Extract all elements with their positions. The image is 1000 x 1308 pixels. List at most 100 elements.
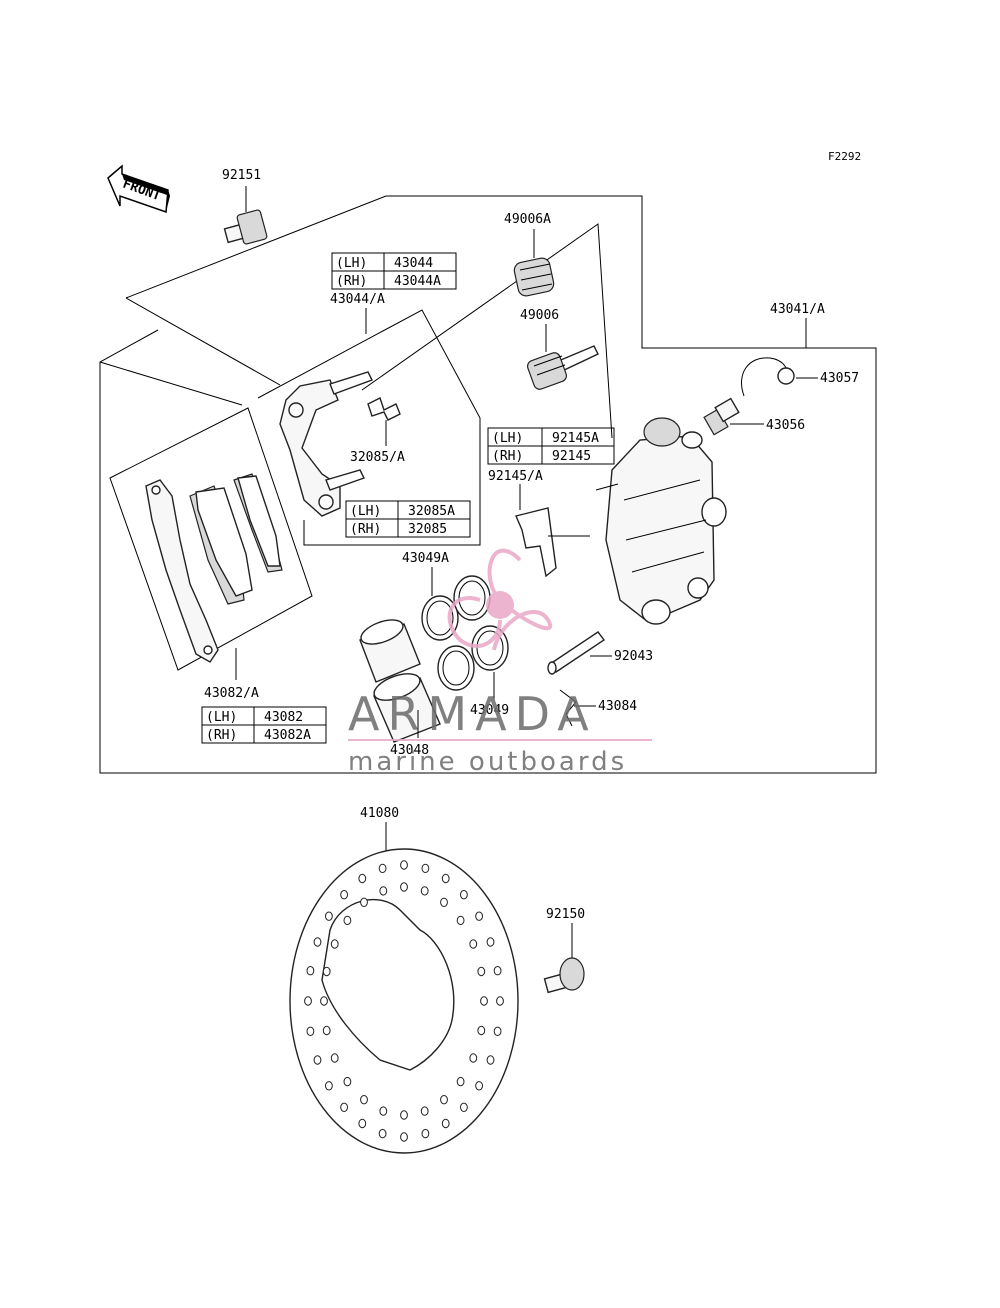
disc-hole — [343, 915, 352, 926]
disc-hole — [460, 890, 468, 900]
disc-hole — [360, 1095, 368, 1105]
label-43082A: 43082/A — [204, 686, 259, 701]
disc-hole — [379, 1106, 388, 1116]
label-92043: 92043 — [614, 649, 653, 664]
disc-hole — [440, 897, 448, 907]
label-43057: 43057 — [820, 371, 859, 386]
t43044-rh-value: 43044A — [394, 274, 441, 289]
disc-hole — [313, 1055, 322, 1065]
label-92145A: 92145/A — [488, 469, 543, 484]
disc-hole — [460, 1102, 468, 1113]
t43082-rh-value: 43082A — [264, 728, 311, 743]
disc-hole — [325, 911, 333, 921]
disc-hole — [493, 1026, 502, 1037]
disc-hole — [358, 873, 367, 884]
disc-hole — [469, 939, 478, 949]
disc-hole — [400, 1110, 408, 1120]
brake-disc-41080-icon — [289, 848, 519, 1154]
disc-hole — [360, 897, 368, 907]
bleeder-43056-icon — [703, 397, 740, 436]
boot-49006A-icon — [513, 257, 555, 297]
disc-hole — [340, 890, 349, 900]
label-32085A: 32085/A — [350, 450, 405, 465]
watermark-brand: ARMADA — [348, 687, 597, 741]
t43082-rh-tag: (RH) — [206, 728, 237, 743]
t43082-lh-tag: (LH) — [206, 710, 237, 725]
disc-hole — [304, 996, 312, 1006]
disc-hole — [493, 966, 502, 976]
disc-hole — [456, 1076, 465, 1087]
disc-hole — [440, 1095, 448, 1105]
label-43049A: 43049A — [402, 551, 449, 566]
disc-hole — [322, 1025, 331, 1036]
bolt-92150-icon — [543, 957, 585, 994]
pad-spring-92145-icon — [515, 507, 590, 578]
brake-pads-icon — [145, 473, 283, 663]
disc-hole — [306, 966, 315, 976]
table-32085: (LH) 32085A (RH) 32085 — [345, 500, 471, 538]
t32085-rh-tag: (RH) — [350, 522, 381, 537]
disc-hole — [475, 911, 484, 921]
disc-hole — [486, 937, 495, 947]
clip-43084-icon — [559, 689, 577, 727]
t43044-lh-tag: (LH) — [336, 256, 367, 271]
t92145-lh-tag: (LH) — [492, 431, 523, 446]
figure-ref: F2292 — [828, 150, 861, 163]
disc-hole — [379, 886, 388, 896]
t92145-rh-value: 92145 — [552, 449, 591, 464]
disc-hole — [496, 996, 504, 1006]
label-43056: 43056 — [766, 418, 805, 433]
disc-hole — [330, 1053, 339, 1063]
disc-hole — [378, 863, 387, 874]
t92145-rh-tag: (RH) — [492, 449, 523, 464]
pin-49006-icon — [526, 345, 599, 390]
label-92151: 92151 — [222, 168, 261, 183]
t43044-rh-tag: (RH) — [336, 274, 367, 289]
disc-hole — [320, 996, 328, 1006]
t92145-lh-value: 92145A — [552, 431, 599, 446]
t32085-lh-tag: (LH) — [350, 504, 381, 519]
disc-hole — [480, 996, 488, 1006]
disc-hole — [441, 873, 450, 884]
disc-hole — [420, 886, 429, 896]
disc-hole — [358, 1118, 367, 1129]
armada-watermark-logo: ARMADA marine outboards — [348, 548, 652, 777]
table-43082: (LH) 43082 (RH) 43082A — [201, 706, 327, 744]
label-43049: 43049 — [470, 703, 509, 718]
disc-hole — [400, 860, 408, 870]
cap-43057-icon — [741, 357, 795, 397]
label-43048: 43048 — [390, 743, 429, 758]
disc-hole — [441, 1118, 450, 1129]
clip-32085-icon — [367, 397, 401, 421]
t43082-lh-value: 43082 — [264, 710, 303, 725]
disc-hole — [313, 937, 322, 947]
t43044-lh-value: 43044 — [394, 256, 433, 271]
disc-hole — [420, 1106, 429, 1116]
t32085-rh-value: 32085 — [408, 522, 447, 537]
disc-hole — [469, 1053, 478, 1063]
disc-hole — [475, 1081, 484, 1091]
label-92150: 92150 — [546, 907, 585, 922]
disc-hole — [330, 939, 339, 949]
watermark-tagline: marine outboards — [348, 747, 627, 777]
pistons-43048-icon — [359, 619, 441, 743]
label-41080: 41080 — [360, 806, 399, 821]
disc-hole — [477, 1025, 486, 1036]
bolt-92151-icon — [223, 186, 268, 245]
label-43041A: 43041/A — [770, 302, 825, 317]
caliper-assembly-frame — [99, 195, 877, 774]
table-43044: (LH) 43044 (RH) 43044A — [331, 252, 457, 290]
disc-hole — [322, 966, 331, 977]
disc-hole — [456, 915, 465, 926]
label-43044A: 43044/A — [330, 292, 385, 307]
disc-hole — [486, 1055, 495, 1065]
disc-hole — [343, 1076, 352, 1087]
disc-hole — [306, 1026, 315, 1037]
disc-hole — [421, 1128, 430, 1139]
label-49006: 49006 — [520, 308, 559, 323]
disc-hole — [340, 1102, 349, 1113]
label-49006A: 49006A — [504, 212, 551, 227]
front-arrow-icon: FRONT — [107, 164, 170, 214]
disc-hole — [400, 1132, 408, 1142]
